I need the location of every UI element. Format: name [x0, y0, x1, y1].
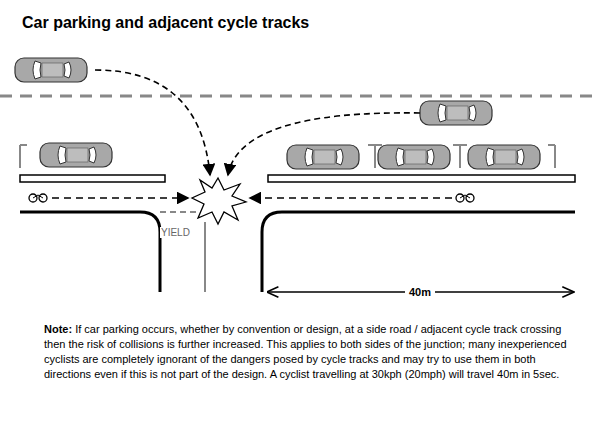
note-text: If car parking occurs, whether by conven… — [44, 323, 567, 380]
yield-label: YIELD — [160, 227, 191, 238]
dimension-label: 40m — [405, 286, 435, 298]
note-heading: Note: — [44, 323, 72, 335]
note-block: Note: If car parking occurs, whether by … — [44, 322, 576, 382]
diagram-title: Car parking and adjacent cycle tracks — [22, 14, 309, 32]
road-markings — [0, 95, 599, 98]
